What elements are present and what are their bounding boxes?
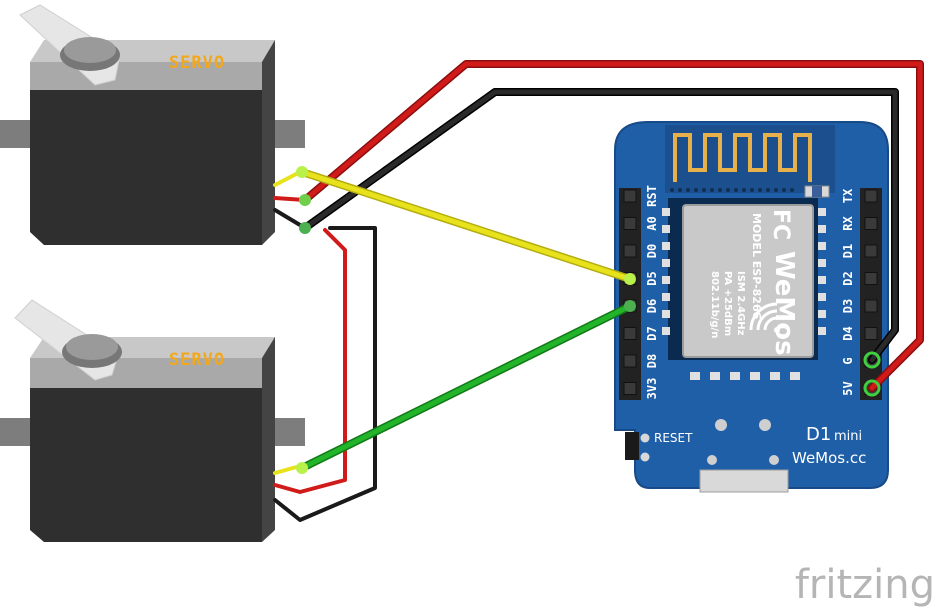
left-pin-a0 <box>623 217 637 230</box>
servo-2: SERVO <box>0 299 305 542</box>
servo-2-label: SERVO <box>169 350 225 370</box>
reset-button[interactable] <box>625 432 639 460</box>
right-pin-rx <box>864 217 878 230</box>
board-name: D1 <box>806 424 831 445</box>
chip-model: MODEL ESP-8266 <box>750 213 763 320</box>
servo-2-signal-lead <box>273 464 302 475</box>
fritzing-watermark: fritzing <box>795 562 935 608</box>
servo-1-signal-lead <box>273 170 302 187</box>
wemos-d1-mini-board: FC WeMos MODEL ESP-8266 ISM 2.4GHz PA +2… <box>614 121 889 493</box>
green-signal-wire <box>299 303 633 471</box>
right-pin-label-rx: RX <box>841 216 855 231</box>
reset-label: RESET <box>654 431 693 445</box>
esp8266-module-shield <box>682 204 814 358</box>
left-pin-label-d7: D7 <box>645 326 659 340</box>
left-pin-label-a0: A0 <box>645 216 659 230</box>
left-pin-3v3 <box>623 382 637 395</box>
wires <box>273 60 924 522</box>
servo-2-ground-lead <box>273 226 377 522</box>
servo-2-power-lead <box>273 228 347 494</box>
left-pin-header <box>619 188 641 400</box>
right-pin-label-d3: D3 <box>841 299 855 313</box>
servo-1-body <box>30 90 262 245</box>
right-pin-label-5v: 5V <box>841 381 855 395</box>
left-pin-label-rst: RST <box>645 185 659 207</box>
right-pin-label-d1: D1 <box>841 244 855 258</box>
red-power-wire <box>302 61 923 391</box>
left-pin-label-3v3: 3V3 <box>645 378 659 400</box>
right-pin-d4 <box>864 327 878 340</box>
fcc-logo: FC <box>768 209 793 240</box>
right-pin-label-g: G <box>841 357 855 364</box>
right-pin-d1 <box>864 244 878 258</box>
chip-ism: ISM 2.4GHz <box>735 271 746 336</box>
left-pin-label-d8: D8 <box>645 354 659 368</box>
yellow-signal-wire <box>299 169 633 282</box>
board-brand: WeMos.cc <box>792 449 866 467</box>
servo-1: SERVO <box>0 4 305 245</box>
chip-wifi: 802.11b/g/n <box>709 271 720 338</box>
usb-connector <box>699 469 789 493</box>
chip-pa: PA +25dBm <box>722 271 733 336</box>
wifi-icon <box>749 302 778 331</box>
right-pin-tx <box>864 189 878 203</box>
left-pin-d8 <box>623 354 637 368</box>
right-pin-d3 <box>864 299 878 313</box>
antenna-trace <box>673 133 812 182</box>
black-ground-wire <box>302 89 898 363</box>
right-pin-label-d2: D2 <box>841 271 855 285</box>
right-pin-header <box>860 188 882 400</box>
left-pin-label-d6: D6 <box>645 299 659 313</box>
left-pin-rst <box>623 189 637 203</box>
left-pin-d7 <box>623 327 637 340</box>
left-pin-d0 <box>623 244 637 258</box>
left-pin-label-d5: D5 <box>645 271 659 285</box>
board-name-sub: mini <box>834 429 862 444</box>
right-pin-d2 <box>864 272 878 285</box>
servo-1-label: SERVO <box>169 53 225 73</box>
right-pin-label-d4: D4 <box>841 326 855 340</box>
right-pin-label-tx: TX <box>841 188 855 203</box>
servo-2-body <box>30 388 262 542</box>
left-pin-label-d0: D0 <box>645 244 659 258</box>
